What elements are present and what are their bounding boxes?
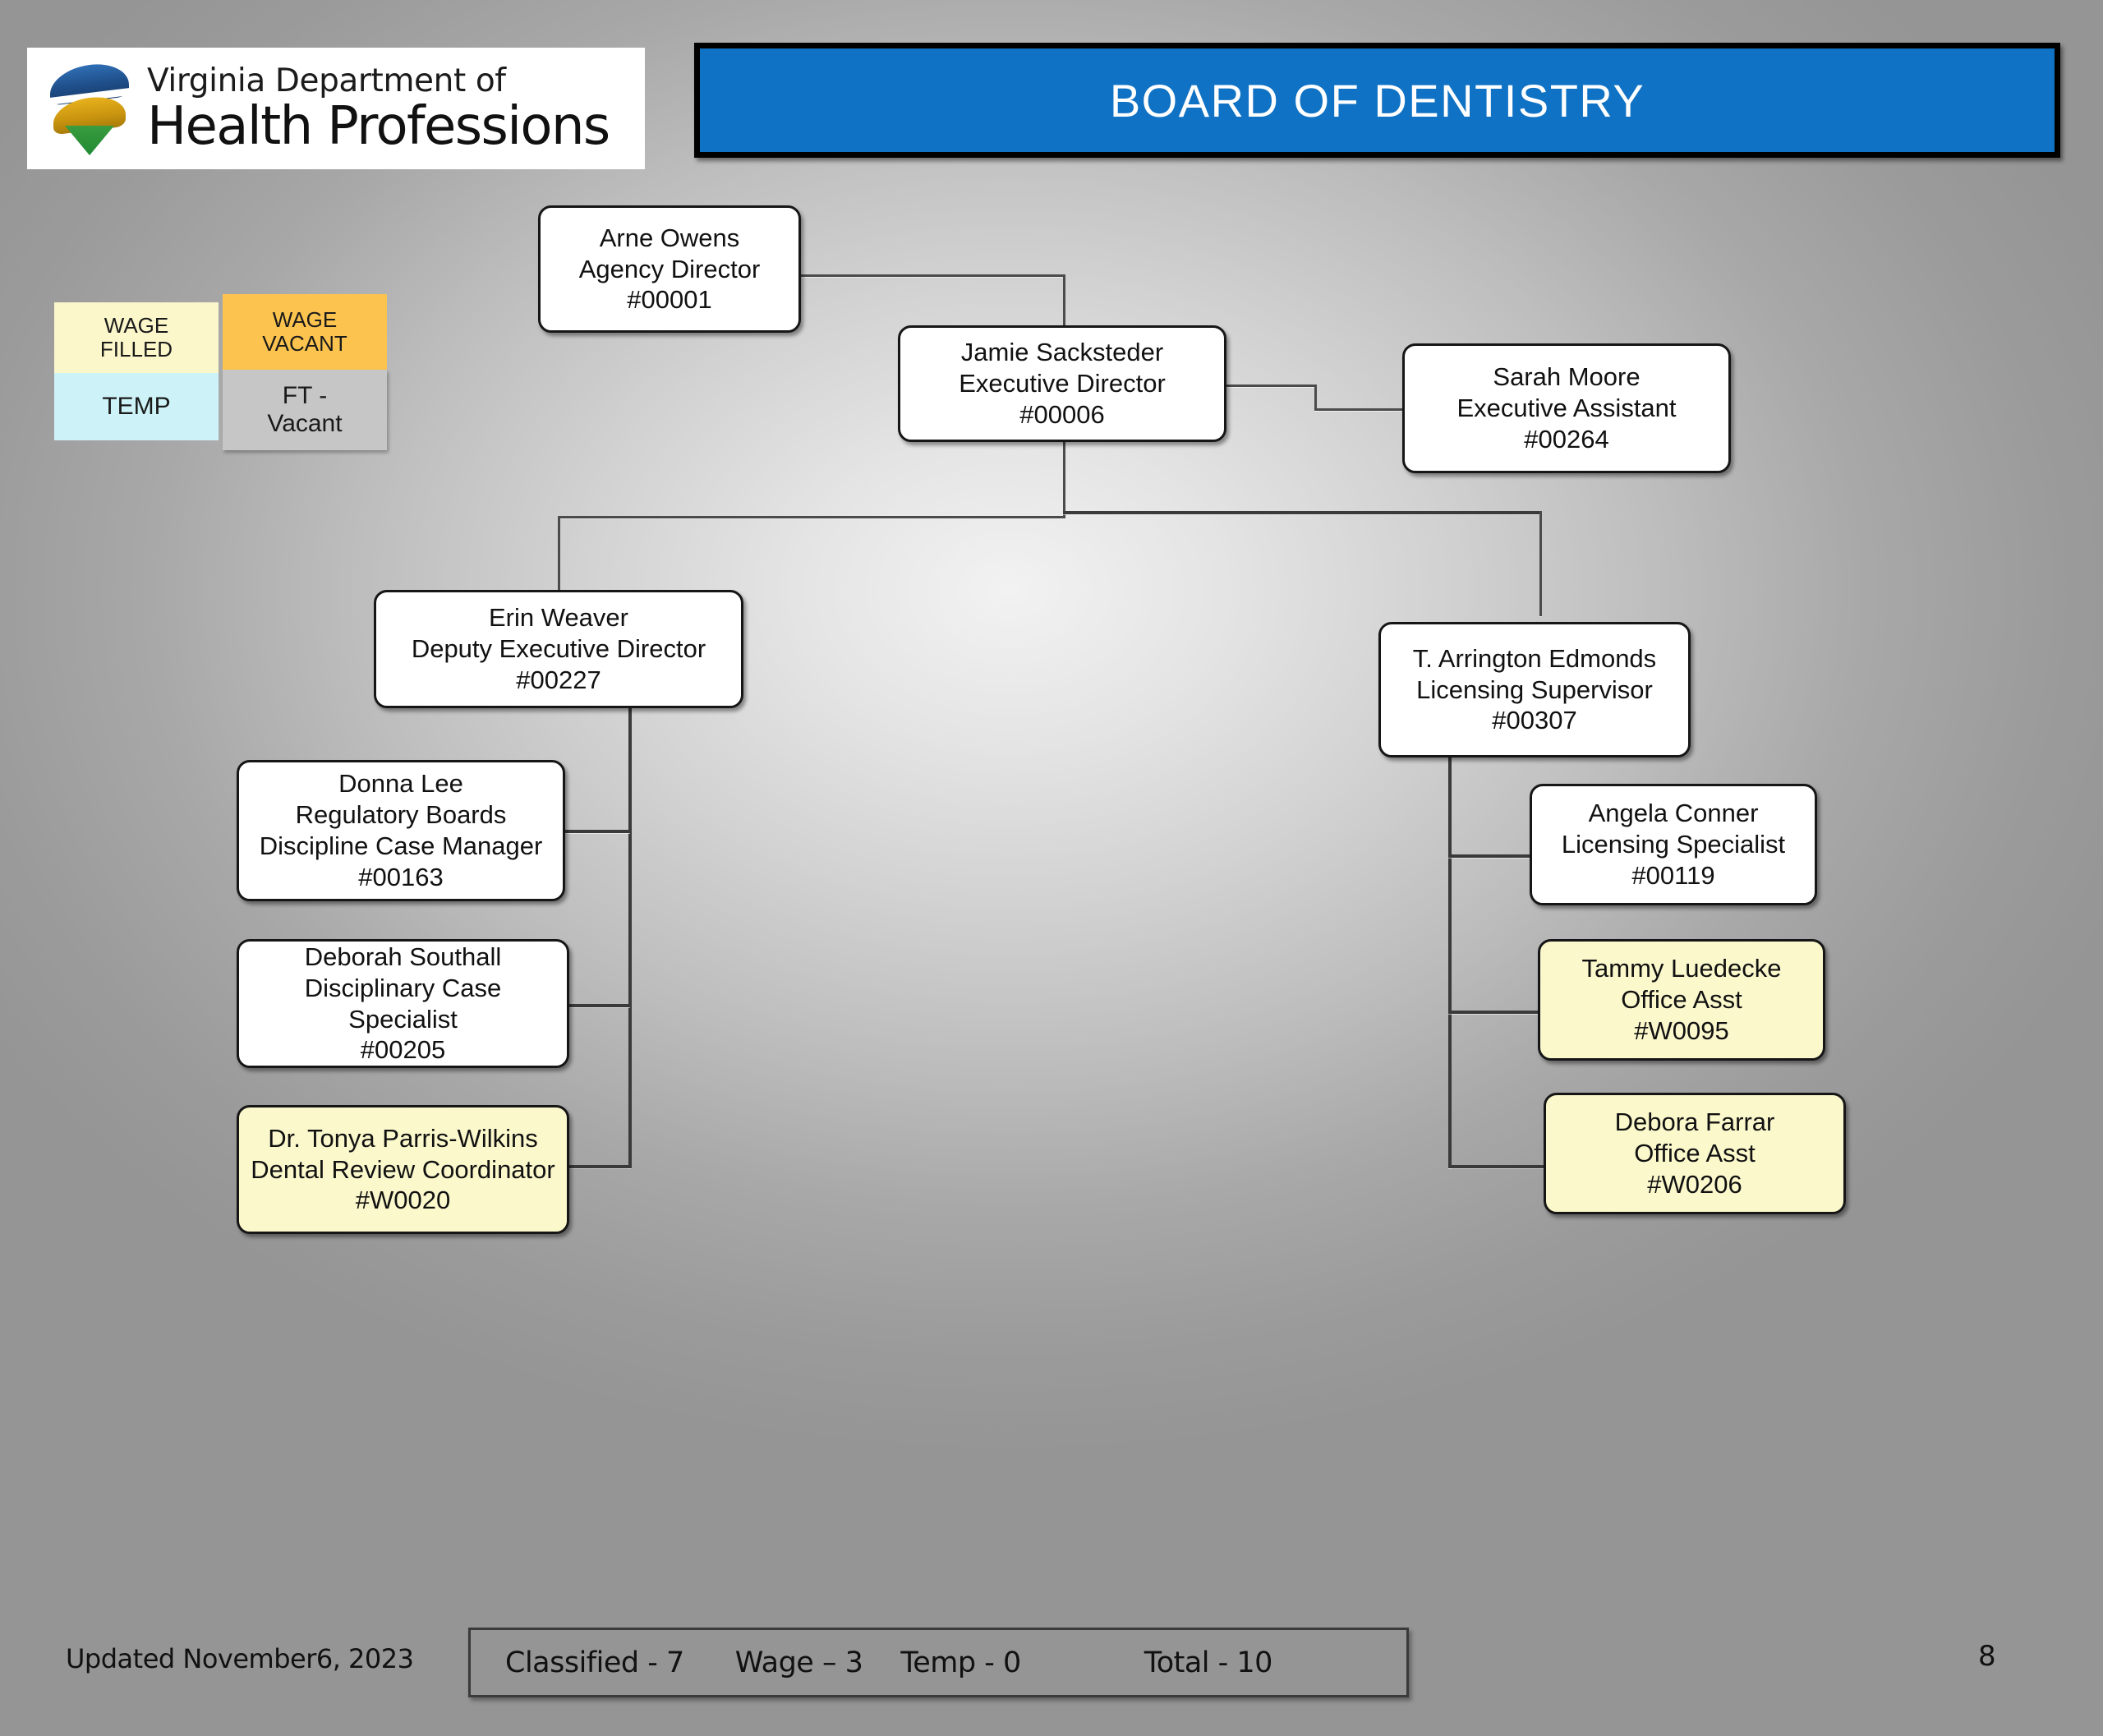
vdhp-ribbon-icon — [45, 60, 134, 157]
node-office-asst-farrar[interactable]: Debora Farrar Office Asst #W0206 — [1544, 1093, 1846, 1214]
dental-review-coordinator-title: Dental Review Coordinator — [251, 1154, 555, 1184]
executive-director-name: Jamie Sacksteder — [960, 338, 1164, 367]
legend-temp: TEMP — [54, 373, 219, 440]
connector-exec-to-assistant-h2 — [1314, 408, 1405, 411]
legend-wage-vacant-line2: VACANT — [262, 331, 347, 356]
logo-line-1: Virginia Department of — [147, 62, 506, 99]
node-licensing-supervisor[interactable]: T. Arrington Edmonds Licensing Superviso… — [1378, 622, 1691, 757]
logo-line-2: Health Professions — [147, 95, 610, 157]
connector-agency-to-exec-horizontal — [801, 274, 1065, 277]
agency-director-position: #00001 — [627, 285, 712, 315]
executive-assistant-position: #00264 — [1524, 424, 1609, 454]
licensing-specialist-title: Licensing Specialist — [1561, 830, 1786, 859]
logo-text: Virginia Department of Health Profession… — [147, 65, 610, 153]
node-disciplinary-case-specialist[interactable]: Deborah Southall Disciplinary Case Speci… — [237, 939, 569, 1068]
deputy-executive-director-name: Erin Weaver — [489, 603, 628, 633]
node-office-asst-luedecke[interactable]: Tammy Luedecke Office Asst #W0095 — [1538, 939, 1825, 1061]
dental-review-coordinator-name: Dr. Tonya Parris-Wilkins — [268, 1123, 538, 1153]
connector-exec-to-assistant-h1 — [1226, 384, 1317, 387]
discipline-case-manager-name: Donna Lee — [338, 769, 463, 799]
title-banner: BOARD OF DENTISTRY — [694, 43, 2060, 158]
licensing-specialist-position: #00119 — [1631, 860, 1715, 890]
staff-summary-box: Classified - 7 Wage – 3 Temp - 0 Total -… — [468, 1628, 1409, 1697]
discipline-case-manager-title-line1: Regulatory Boards — [295, 800, 507, 830]
connector-to-licensing-specialist — [1448, 854, 1532, 858]
disciplinary-case-specialist-name: Deborah Southall — [304, 942, 502, 971]
node-discipline-case-manager[interactable]: Donna Lee Regulatory Boards Discipline C… — [237, 760, 565, 901]
connector-agency-to-exec-vertical — [1063, 274, 1065, 334]
connector-distribution-right — [1063, 511, 1542, 514]
office-asst-luedecke-name: Tammy Luedecke — [1581, 954, 1782, 983]
licensing-supervisor-position: #00307 — [1492, 706, 1577, 735]
office-asst-farrar-name: Debora Farrar — [1614, 1107, 1775, 1137]
node-agency-director[interactable]: Arne Owens Agency Director #00001 — [538, 205, 801, 333]
connector-drop-deputy-director — [558, 516, 560, 592]
legend-ft-vacant-line2: Vacant — [267, 410, 343, 437]
node-executive-assistant[interactable]: Sarah Moore Executive Assistant #00264 — [1402, 343, 1731, 473]
connector-licensing-spine — [1448, 757, 1452, 1168]
deputy-executive-director-title: Deputy Executive Director — [411, 634, 706, 664]
deputy-executive-director-position: #00227 — [516, 665, 601, 694]
agency-director-name: Arne Owens — [599, 223, 740, 252]
executive-director-title: Executive Director — [959, 369, 1166, 398]
discipline-case-manager-title-line2: Discipline Case Manager — [259, 831, 543, 860]
dental-review-coordinator-position: #W0020 — [355, 1186, 451, 1215]
connector-exec-trunk-vertical — [1063, 442, 1065, 518]
legend-wage-filled-line1: WAGE — [104, 312, 169, 338]
executive-assistant-title: Executive Assistant — [1456, 394, 1677, 423]
legend-ft-vacant-line1: FT - — [282, 382, 328, 410]
connector-to-office-asst-luedecke — [1448, 1011, 1543, 1014]
connector-distribution-left — [558, 516, 1065, 518]
summary-total: Total - 10 — [1144, 1646, 1273, 1679]
licensing-specialist-name: Angela Conner — [1588, 799, 1759, 828]
updated-date: Updated November6, 2023 — [66, 1643, 414, 1674]
summary-wage: Wage – 3 — [734, 1646, 863, 1679]
executive-director-position: #00006 — [1019, 399, 1105, 429]
connector-drop-licensing-supervisor — [1539, 511, 1542, 616]
executive-assistant-name: Sarah Moore — [1493, 362, 1641, 392]
legend-wage-vacant-line1: WAGE — [272, 306, 338, 332]
discipline-case-manager-position: #00163 — [358, 862, 444, 891]
connector-to-discipline-case-manager — [565, 830, 630, 833]
vdhp-logo: Virginia Department of Health Profession… — [27, 48, 645, 169]
page-title: BOARD OF DENTISTRY — [1109, 74, 1645, 127]
disciplinary-case-specialist-position: #00205 — [360, 1035, 446, 1065]
legend-wage-filled: WAGE FILLED — [54, 302, 219, 373]
connector-to-office-asst-farrar — [1448, 1165, 1548, 1168]
connector-deputy-spine — [628, 708, 632, 1168]
legend-column-filled: WAGE FILLED TEMP — [54, 302, 219, 440]
summary-temp: Temp - 0 — [900, 1646, 1021, 1679]
office-asst-farrar-position: #W0206 — [1647, 1169, 1742, 1199]
legend-temp-label: TEMP — [102, 393, 171, 421]
agency-director-title: Agency Director — [578, 254, 761, 283]
legend-wage-filled-line2: FILLED — [99, 337, 173, 361]
legend-wage-vacant: WAGE VACANT — [223, 294, 387, 370]
legend-column-vacant: WAGE VACANT FT - Vacant — [223, 294, 387, 450]
connector-to-dental-review-coordinator — [568, 1165, 630, 1168]
node-executive-director[interactable]: Jamie Sacksteder Executive Director #000… — [898, 325, 1226, 442]
office-asst-farrar-title: Office Asst — [1634, 1139, 1756, 1168]
licensing-supervisor-name: T. Arrington Edmonds — [1412, 643, 1657, 673]
connector-exec-to-assistant-v — [1314, 384, 1317, 411]
licensing-supervisor-title: Licensing Supervisor — [1416, 675, 1653, 704]
node-dental-review-coordinator[interactable]: Dr. Tonya Parris-Wilkins Dental Review C… — [237, 1105, 569, 1234]
summary-classified: Classified - 7 — [505, 1646, 684, 1679]
connector-to-disciplinary-case-specialist — [568, 1004, 630, 1007]
office-asst-luedecke-position: #W0095 — [1634, 1015, 1729, 1045]
node-licensing-specialist[interactable]: Angela Conner Licensing Specialist #0011… — [1530, 784, 1817, 905]
legend-ft-vacant: FT - Vacant — [223, 370, 387, 450]
page-number: 8 — [1978, 1640, 1996, 1673]
node-deputy-executive-director[interactable]: Erin Weaver Deputy Executive Director #0… — [374, 590, 743, 708]
disciplinary-case-specialist-title: Disciplinary Case Specialist — [304, 973, 502, 1034]
office-asst-luedecke-title: Office Asst — [1621, 985, 1742, 1015]
